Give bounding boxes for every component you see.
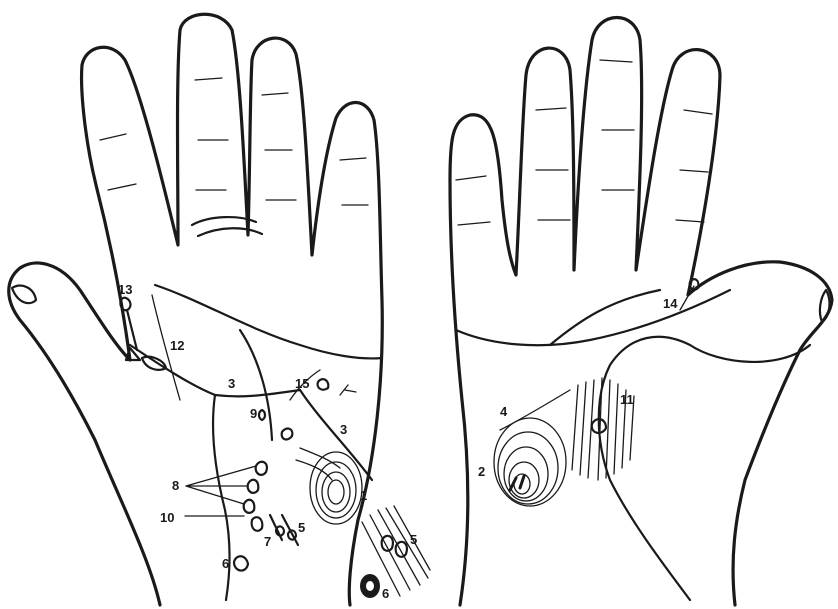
lesion-small-oval <box>282 429 293 440</box>
left-lesions <box>120 298 362 571</box>
left-heart-line <box>155 285 382 358</box>
label-3-head: 3 <box>228 376 235 391</box>
label-4: 4 <box>500 404 508 419</box>
label-3-oblique: 3 <box>340 422 347 437</box>
lesion-15 <box>318 379 329 389</box>
right-crease-4 <box>500 390 570 430</box>
left-hand-labels: 13 12 3 15 9 3 8 1 10 5 7 6 <box>118 282 367 571</box>
label-8: 8 <box>172 478 179 493</box>
label-5: 5 <box>298 520 305 535</box>
left-finger-web <box>192 217 262 236</box>
wrist-area <box>360 506 430 598</box>
label-9: 9 <box>250 406 257 421</box>
left-oblique-crease <box>240 330 372 480</box>
left-minor-mark <box>340 385 356 395</box>
lesion-8-chain <box>244 462 267 513</box>
label-14: 14 <box>663 296 678 311</box>
right-thenar-line <box>599 337 810 600</box>
label-2: 2 <box>478 464 485 479</box>
label-13: 13 <box>118 282 132 297</box>
lesion-oval <box>142 357 166 370</box>
label-10: 10 <box>160 510 174 525</box>
lesion-9 <box>259 410 265 420</box>
label-8-pointers <box>186 466 256 504</box>
lesion-5-pair <box>270 515 298 545</box>
lesion-2-whorl <box>494 418 566 506</box>
right-hand-outline <box>450 18 832 606</box>
label-1: 1 <box>360 488 367 503</box>
wrist-lesion-6-center <box>366 581 374 591</box>
left-thumb-nail <box>12 286 36 303</box>
label-12: 12 <box>170 338 184 353</box>
label-11: 11 <box>620 392 634 407</box>
label-15: 15 <box>295 376 309 391</box>
right-heart-line <box>456 290 730 345</box>
lesion-7 <box>252 517 263 531</box>
label-7: 7 <box>264 534 271 549</box>
lesion-6 <box>234 556 248 570</box>
wrist-label-5: 5 <box>410 532 417 547</box>
right-hand <box>450 18 832 606</box>
label-6: 6 <box>222 556 229 571</box>
left-hand <box>9 14 383 605</box>
wrist-label-6: 6 <box>382 586 389 601</box>
lesion-1-whorl <box>296 448 362 524</box>
